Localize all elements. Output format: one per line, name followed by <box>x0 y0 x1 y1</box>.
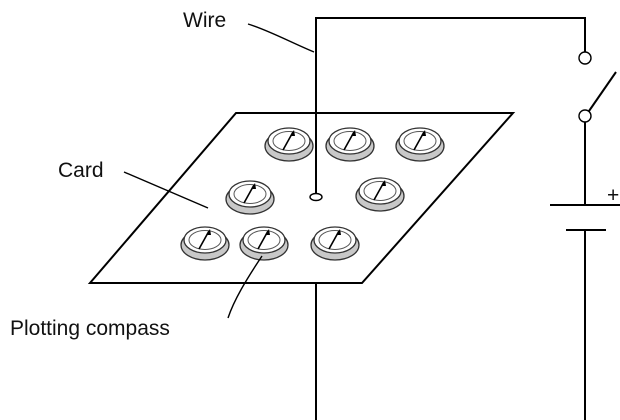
wire-hole <box>309 192 323 202</box>
compass-dial <box>233 184 267 204</box>
compass-dial <box>272 131 306 151</box>
plotting-compass-middle-left <box>225 180 275 215</box>
wire-label: Wire <box>183 9 226 32</box>
battery-plus-label: + <box>607 184 619 207</box>
compass-needle-tip <box>381 180 386 186</box>
compass-needle-tip <box>290 130 295 136</box>
compass-face <box>358 177 402 205</box>
wire-leader-line <box>247 23 315 53</box>
plotting-compass-bottom-right <box>310 226 360 261</box>
compass-face <box>228 180 272 208</box>
compass-dial <box>403 131 437 151</box>
compass-face <box>183 226 227 254</box>
compass-face <box>313 226 357 254</box>
compass-dial <box>318 230 352 250</box>
compass-face <box>242 226 286 254</box>
compass-needle-tip <box>351 130 356 136</box>
compass-group <box>180 127 445 261</box>
plotting-compass-middle-right <box>355 177 405 212</box>
compass-dial <box>247 230 281 250</box>
switch-contact-top <box>578 51 592 65</box>
compass-needle-tip <box>206 229 211 235</box>
card-label: Card <box>58 159 104 182</box>
compass-needle-tip <box>265 229 270 235</box>
compass-dial <box>188 230 222 250</box>
switch-lever <box>588 71 617 112</box>
plotting-compass-top-left <box>264 127 314 162</box>
plotting-compass-label: Plotting compass <box>10 317 170 340</box>
compass-face <box>398 127 442 155</box>
plotting-compass-bottom-left <box>180 226 230 261</box>
plotting-compass-top-right <box>395 127 445 162</box>
plotting-compass-bottom-middle <box>239 226 289 261</box>
compass-needle-tip <box>336 229 341 235</box>
compass-dial <box>333 131 367 151</box>
compass-dial <box>363 181 397 201</box>
plotting-compass-top-middle <box>325 127 375 162</box>
card-leader-line <box>123 171 209 209</box>
compass-leader-line <box>227 255 263 319</box>
wire-top-segment <box>315 17 586 185</box>
switch-contact-bottom <box>578 109 592 123</box>
compass-needle-tip <box>251 183 256 189</box>
compass-face <box>267 127 311 155</box>
compass-face <box>328 127 372 155</box>
compass-needle-tip <box>421 130 426 136</box>
